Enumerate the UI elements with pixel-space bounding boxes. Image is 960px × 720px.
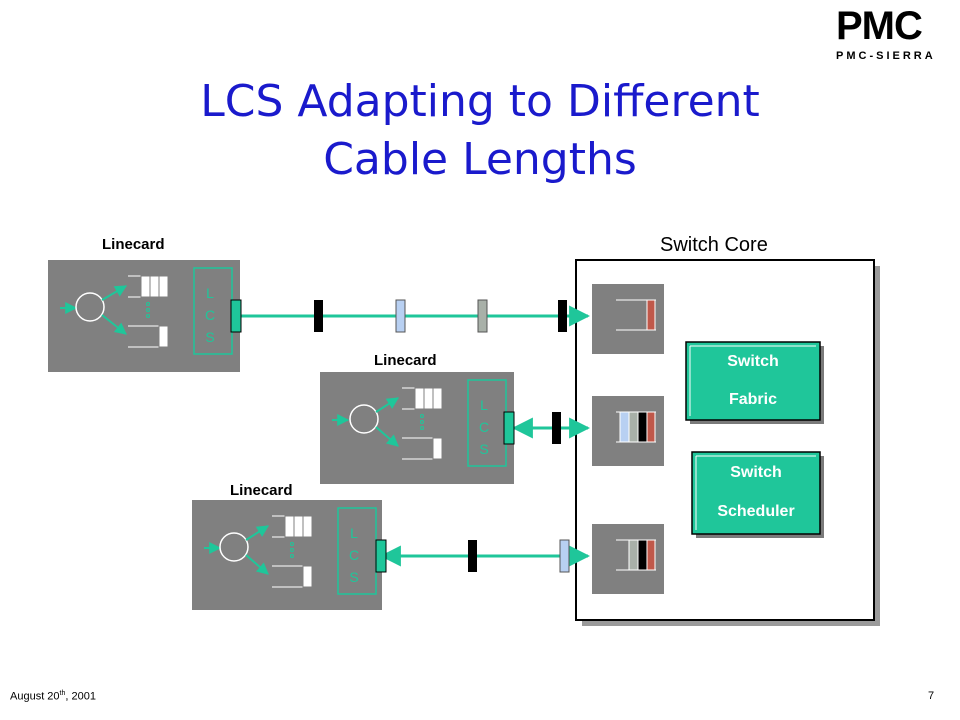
footer-date-sup: th — [59, 690, 66, 697]
lcs-letter-s: S — [479, 441, 488, 457]
lcs-letter-c: C — [349, 547, 359, 563]
link-2 — [503, 411, 591, 445]
linecard-1: L C S — [48, 260, 240, 372]
lcs-letter-c: C — [479, 419, 489, 435]
switch-scheduler-box: Switch Scheduler — [691, 451, 824, 538]
switch-scheduler-line1: Switch — [730, 464, 782, 481]
link-3 — [375, 539, 591, 573]
lcs-letter-s: S — [205, 329, 214, 345]
pmc-logo: PMC — [836, 4, 923, 48]
linecard-3-label: Linecard — [230, 482, 293, 499]
switch-core-label: Switch Core — [660, 234, 768, 256]
lcs-letter-l: L — [350, 525, 358, 541]
core-port-3 — [592, 524, 664, 594]
switch-fabric-box: Switch Fabric — [685, 341, 824, 424]
slide-title-line1: LCS Adapting to Different — [200, 76, 760, 127]
slide-title-line2: Cable Lengths — [323, 134, 637, 185]
lcs-letter-c: C — [205, 307, 215, 323]
linecard-2: L C S — [320, 372, 514, 484]
footer-date: August 20th, 2001 — [10, 690, 96, 703]
core-port-2 — [592, 396, 664, 466]
footer-date-main: August 20 — [10, 690, 60, 703]
lcs-letter-l: L — [206, 285, 214, 301]
pmc-sierra-logo-text: PMC-SIERRA — [836, 50, 936, 62]
switch-fabric-line2: Fabric — [729, 391, 777, 408]
lcs-letter-l: L — [480, 397, 488, 413]
core-port-1 — [592, 284, 664, 354]
linecard-3: L C S — [192, 500, 382, 610]
footer-date-year: , 2001 — [65, 690, 96, 703]
switch-scheduler-line2: Scheduler — [717, 503, 794, 520]
switch-fabric-line1: Switch — [727, 353, 779, 370]
page-number: 7 — [928, 690, 935, 702]
link-1 — [230, 299, 591, 333]
linecard-2-label: Linecard — [374, 352, 437, 369]
linecard-1-label: Linecard — [102, 236, 165, 253]
lcs-letter-s: S — [349, 569, 358, 585]
